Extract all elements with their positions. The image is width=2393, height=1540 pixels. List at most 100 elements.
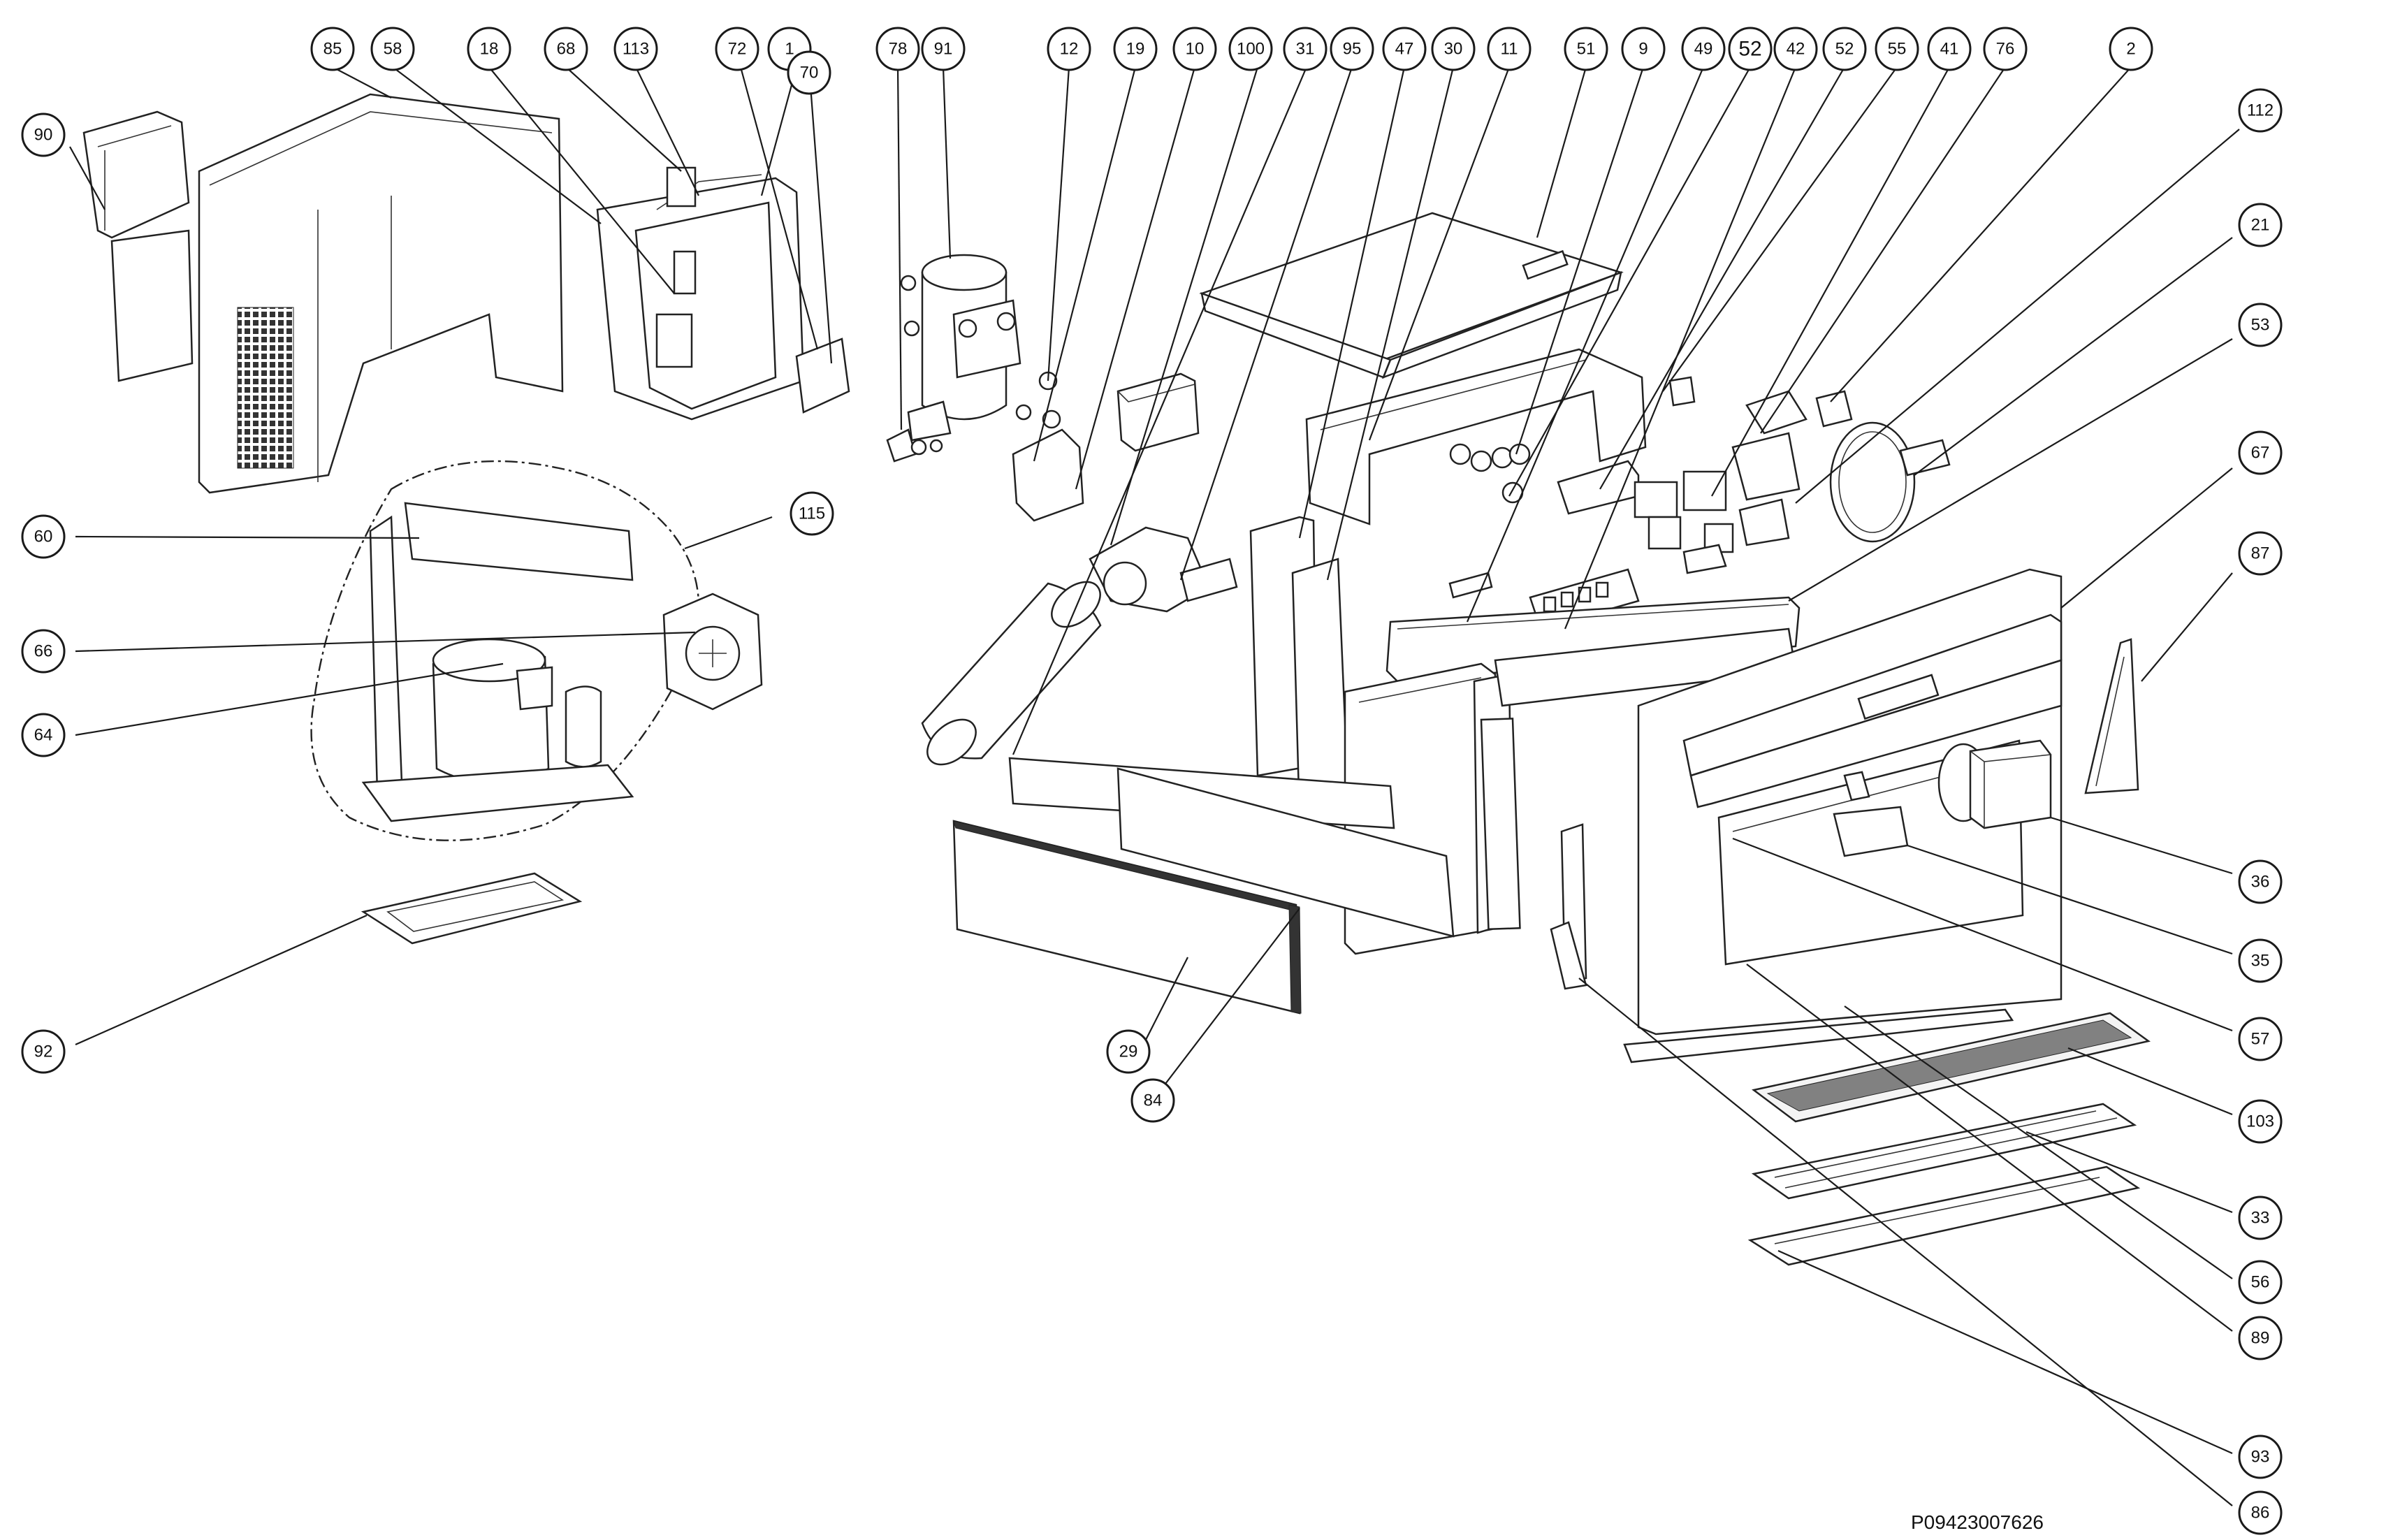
document-number: P09423007626 <box>1911 1511 2044 1533</box>
balloon-label: 21 <box>2251 216 2270 235</box>
balloon-circle <box>1983 27 2028 71</box>
balloon-label: 64 <box>34 726 53 745</box>
callout-balloon-60: 60 <box>21 514 66 559</box>
balloon-circle <box>1106 1029 1151 1074</box>
part-valve-row <box>1449 376 1808 574</box>
part-47-plate <box>1249 516 1350 819</box>
part-87-bracket <box>2084 638 2139 794</box>
balloon-label: 49 <box>1694 40 1713 59</box>
balloon-label: 89 <box>2251 1329 2270 1348</box>
balloon-label: 53 <box>2251 316 2270 335</box>
balloon-circle <box>790 491 834 536</box>
balloon-circle <box>1382 27 1427 71</box>
callout-balloon-72: 72 <box>715 27 759 71</box>
balloon-label: 35 <box>2251 952 2270 971</box>
balloon-label: 93 <box>2251 1448 2270 1467</box>
part-90-bracket <box>82 110 194 382</box>
callout-balloon-51: 51 <box>1564 27 1608 71</box>
callout-balloon-35: 35 <box>2238 938 2283 983</box>
callout-balloon-57: 57 <box>2238 1017 2283 1061</box>
balloon-circle <box>1681 27 1726 71</box>
callout-balloon-92: 92 <box>21 1029 66 1074</box>
callout-balloon-112: 112 <box>2238 88 2283 133</box>
balloon-label: 68 <box>557 40 576 59</box>
balloon-label: 9 <box>1638 40 1648 59</box>
callout-balloon-89: 89 <box>2238 1316 2283 1360</box>
balloon-label: 113 <box>623 40 649 59</box>
part-51-top-lid <box>1199 212 1624 379</box>
balloon-label: 66 <box>34 642 53 661</box>
callout-balloon-78: 78 <box>875 27 920 71</box>
callout-balloon-86: 86 <box>2238 1490 2283 1535</box>
balloon-label: 57 <box>2251 1030 2270 1049</box>
balloon-label: 41 <box>1940 40 1959 59</box>
balloon-circle <box>875 27 920 71</box>
balloon-circle <box>2238 1260 2283 1305</box>
callout-balloon-29: 29 <box>1106 1029 1151 1074</box>
balloon-circle <box>1875 27 1919 71</box>
balloon-circle <box>1431 27 1476 71</box>
balloon-label: 36 <box>2251 873 2270 892</box>
balloon-circle <box>2238 1316 2283 1360</box>
callout-balloon-11: 11 <box>1487 27 1532 71</box>
part-85-rear-cover <box>198 93 564 494</box>
part-36-motor <box>1937 739 2052 829</box>
balloon-circle <box>1728 27 1773 71</box>
balloon-label: 29 <box>1119 1043 1138 1061</box>
callout-balloon-56: 56 <box>2238 1260 2283 1305</box>
balloon-label: 47 <box>1395 40 1414 59</box>
callout-balloon-36: 36 <box>2238 859 2283 904</box>
part-drip-trays <box>1623 1008 2151 1266</box>
balloon-label: 67 <box>2251 444 2270 463</box>
balloon-circle <box>1047 27 1091 71</box>
callout-balloon-55: 55 <box>1875 27 1919 71</box>
callout-balloon-52: 52 <box>1822 27 1867 71</box>
balloon-label: 18 <box>480 40 499 59</box>
balloon-circle <box>370 27 415 71</box>
balloon-label: 78 <box>889 40 908 59</box>
balloon-circle <box>2238 938 2283 983</box>
balloon-circle <box>1113 27 1158 71</box>
balloon-circle <box>1130 1078 1175 1123</box>
balloon-circle <box>1564 27 1608 71</box>
balloon-circle <box>21 713 66 757</box>
balloon-circle <box>544 27 588 71</box>
balloon-circle <box>2238 859 2283 904</box>
callout-balloon-31: 31 <box>1283 27 1328 71</box>
part-95-pump <box>1089 526 1238 613</box>
balloon-label: 112 <box>2247 101 2274 120</box>
balloon-label: 95 <box>1343 40 1362 59</box>
balloon-circle <box>1487 27 1532 71</box>
balloon-circle <box>613 27 658 71</box>
callout-balloon-10: 10 <box>1172 27 1217 71</box>
callout-balloon-2: 2 <box>2109 27 2153 71</box>
part-refrigeration-unit <box>310 460 763 841</box>
balloon-circle <box>2238 1017 2283 1061</box>
part-30-frame <box>1305 348 1647 525</box>
balloon-label: 92 <box>34 1043 53 1061</box>
part-power-cord <box>1815 390 1951 543</box>
balloon-label: 76 <box>1996 40 2015 59</box>
part-84-trim <box>952 757 1455 1015</box>
balloon-label: 11 <box>1501 40 1518 59</box>
balloon-label: 55 <box>1888 40 1907 59</box>
balloon-circle <box>2238 1490 2283 1535</box>
callout-balloon-19: 19 <box>1113 27 1158 71</box>
balloon-label: 85 <box>323 40 342 59</box>
part-31-tube <box>921 581 1102 766</box>
balloon-circle <box>2238 303 2283 347</box>
balloon-label: 52 <box>1835 40 1854 59</box>
balloon-label: 1 <box>785 40 794 59</box>
part-91-cylinder <box>900 254 1021 442</box>
balloon-circle <box>2238 203 2283 247</box>
balloon-circle <box>21 629 66 674</box>
balloon-label: 84 <box>1144 1091 1163 1110</box>
callout-balloon-33: 33 <box>2238 1196 2283 1240</box>
callout-balloon-70: 70 <box>787 50 831 95</box>
balloon-label: 12 <box>1060 40 1079 59</box>
balloon-label: 91 <box>934 40 953 59</box>
callout-balloon-91: 91 <box>921 27 966 71</box>
callout-balloon-95: 95 <box>1330 27 1374 71</box>
